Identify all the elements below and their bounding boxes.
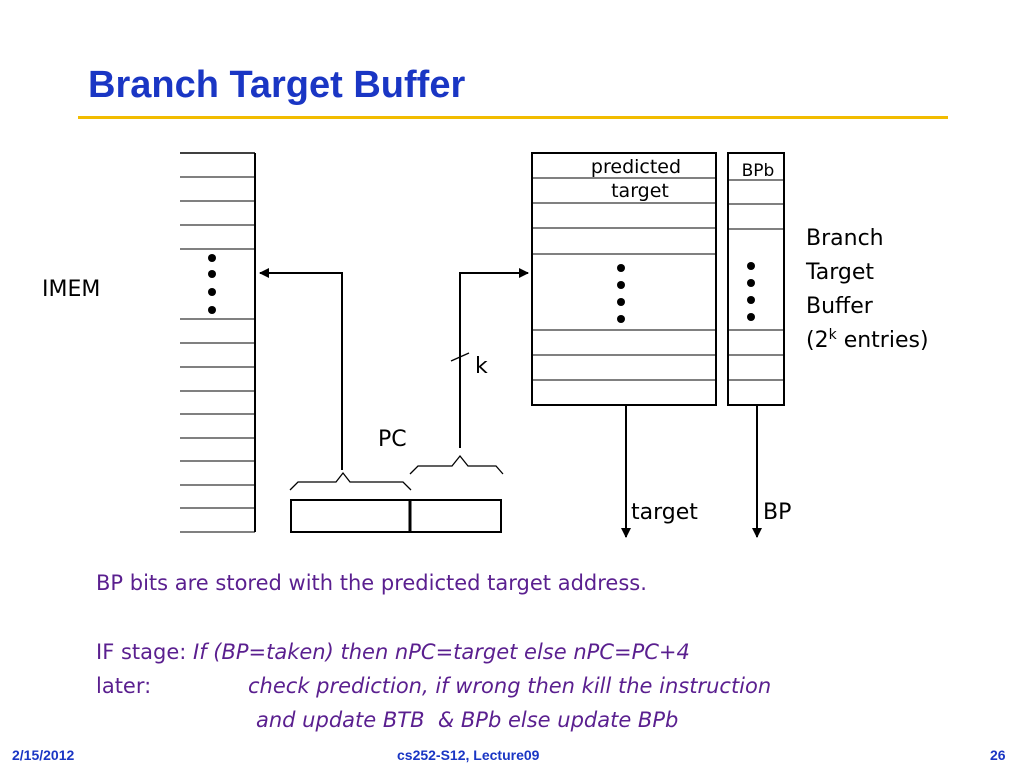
bpb-row-lines [728,179,784,381]
btb-row-lines [532,177,716,381]
pc-label: PC [378,427,407,452]
imem-block [180,152,256,533]
btb-entries-label: (2k entries) [806,327,929,353]
footer-date: 2/15/2012 [12,747,75,763]
bpb-ellipsis [747,262,755,321]
btb-header-target: target [611,180,669,202]
pc-to-imem-arrow [259,268,343,470]
btb-desc-line1: Branch [806,226,884,251]
body-later-text-1: check prediction, if wrong then kill the… [248,674,772,698]
footer-course: cs252-S12, Lecture09 [397,747,540,763]
pc-to-btb-arrow [459,268,529,448]
body-later-text-2: and update BTB & BPb else update BPb [256,708,679,732]
btb-desc-line3: Buffer [806,294,874,319]
if-stage-label: IF stage: [96,640,193,664]
body-later-label: later: [96,674,152,698]
title-underline [78,116,948,119]
btb-ellipsis [617,264,625,323]
bp-output-label: BP [763,500,791,525]
bpb-table [727,152,785,406]
pc-register [290,499,502,533]
if-stage-text: If (BP=taken) then nPC=target else nPC=P… [193,640,690,664]
bpb-header: BPb [742,161,775,181]
k-label: k [475,354,488,379]
btb-table [531,152,717,406]
btb-header-predicted: predicted [591,156,681,178]
footer-page-number: 26 [990,747,1006,763]
target-output-label: target [631,500,698,525]
pc-high-brace [289,471,412,491]
btb-desc-line2: Target [805,260,874,285]
body-if-stage-line: IF stage: If (BP=taken) then nPC=target … [96,642,690,663]
pc-low-brace [409,454,504,475]
imem-ellipsis [208,254,216,314]
imem-label: IMEM [42,277,100,302]
k-bits-slash [450,352,470,362]
imem-row-lines [180,176,255,533]
slide-title: Branch Target Buffer [88,64,466,106]
body-line-1: BP bits are stored with the predicted ta… [96,571,647,595]
